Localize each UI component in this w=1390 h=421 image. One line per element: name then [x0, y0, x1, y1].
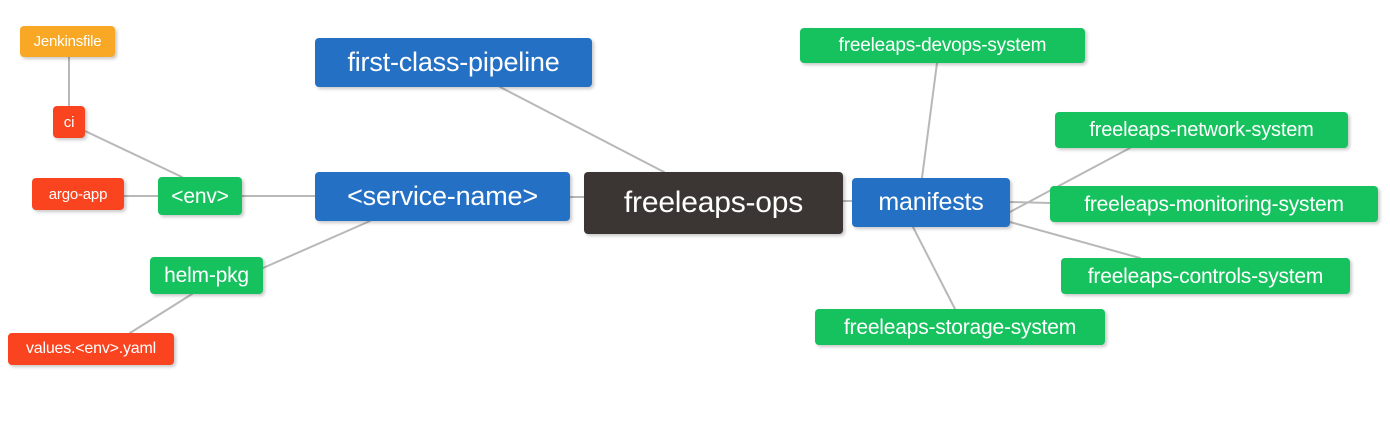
edge-helm-pkg-service-name [262, 220, 371, 269]
node-label-env: <env> [171, 184, 229, 208]
node-freeleaps-controls-system[interactable]: freeleaps-controls-system [1061, 258, 1350, 294]
node-env[interactable]: <env> [158, 177, 242, 215]
node-freeleaps-network-system[interactable]: freeleaps-network-system [1055, 112, 1348, 148]
node-argo-app[interactable]: argo-app [32, 178, 124, 210]
node-label-service-name: <service-name> [347, 181, 538, 211]
edge-ci-env [84, 130, 183, 178]
node-label-freeleaps-storage-system: freeleaps-storage-system [843, 315, 1077, 339]
edge-first-class-pipeline-ops [499, 86, 665, 173]
node-service-name[interactable]: <service-name> [315, 172, 570, 221]
node-label-values-env-yaml: values.<env>.yaml [25, 340, 156, 357]
node-ci[interactable]: ci [53, 106, 85, 138]
node-label-freeleaps-devops-system: freeleaps-devops-system [838, 35, 1047, 56]
edge-values-helm-pkg [129, 293, 193, 334]
node-label-ci: ci [63, 113, 75, 131]
node-freeleaps-devops-system[interactable]: freeleaps-devops-system [800, 28, 1085, 63]
node-label-argo-app: argo-app [48, 185, 108, 203]
node-label-helm-pkg: helm-pkg [164, 264, 249, 287]
node-helm-pkg[interactable]: helm-pkg [150, 257, 263, 294]
node-label-freeleaps-network-system: freeleaps-network-system [1089, 119, 1314, 141]
edge-manifests-devops [921, 62, 938, 179]
node-label-jenkinsfile: Jenkinsfile [33, 33, 102, 50]
node-freeleaps-storage-system[interactable]: freeleaps-storage-system [815, 309, 1105, 345]
edge-manifests-monitoring [1009, 201, 1051, 204]
edge-manifests-controls [1009, 221, 1141, 259]
node-label-freeleaps-monitoring-system: freeleaps-monitoring-system [1084, 192, 1344, 216]
node-first-class-pipeline[interactable]: first-class-pipeline [315, 38, 592, 87]
node-manifests[interactable]: manifests [852, 178, 1010, 227]
node-label-manifests: manifests [878, 188, 984, 216]
node-jenkinsfile[interactable]: Jenkinsfile [20, 26, 115, 57]
node-label-first-class-pipeline: first-class-pipeline [347, 47, 560, 77]
node-label-freeleaps-ops: freeleaps-ops [623, 186, 804, 219]
node-freeleaps-ops[interactable]: freeleaps-ops [584, 172, 843, 234]
node-label-freeleaps-controls-system: freeleaps-controls-system [1087, 264, 1324, 288]
node-freeleaps-monitoring-system[interactable]: freeleaps-monitoring-system [1050, 186, 1378, 222]
edge-manifests-storage [912, 226, 956, 310]
node-values-env-yaml[interactable]: values.<env>.yaml [8, 333, 174, 365]
